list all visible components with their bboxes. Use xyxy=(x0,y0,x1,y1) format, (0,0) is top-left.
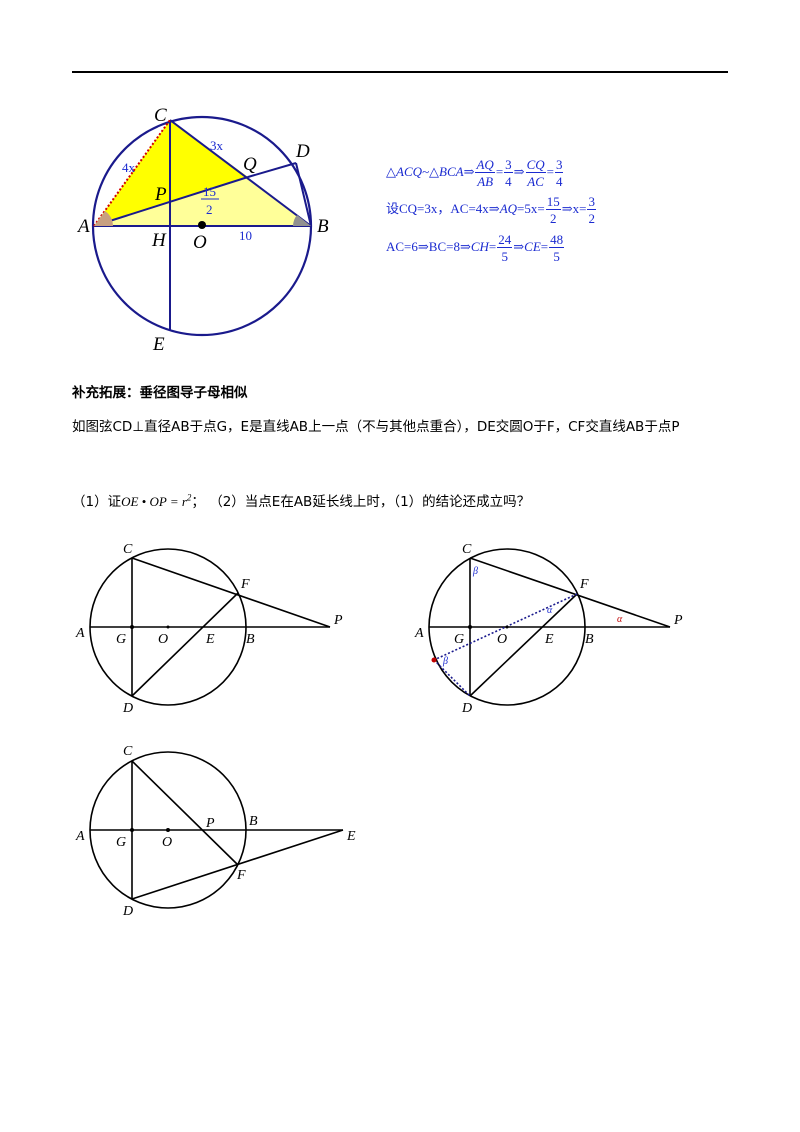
fig1-label-c: C xyxy=(123,542,133,557)
annot-4x: 4x xyxy=(122,160,136,175)
fig1-label-b: B xyxy=(246,632,255,647)
fig1-g-dot xyxy=(130,625,134,629)
annot-frac-num: 15 xyxy=(203,184,216,199)
label-h: H xyxy=(151,230,167,251)
fig2-alpha-blue: α xyxy=(547,605,553,616)
fig3-label-a: A xyxy=(75,829,85,844)
fig3-line-de xyxy=(131,829,344,900)
fig2-label-e: E xyxy=(544,632,554,647)
fig2-beta-bottom: β xyxy=(442,656,448,667)
fig2-label-c: C xyxy=(462,542,472,557)
annot-3x: 3x xyxy=(210,138,224,153)
fig3-label-g: G xyxy=(116,835,126,850)
label-a: A xyxy=(76,216,90,237)
fig1-label-g: G xyxy=(116,632,126,647)
fig1-label-a: A xyxy=(75,626,85,641)
angle-a-mark xyxy=(94,211,113,226)
annot-frac-den: 2 xyxy=(206,202,213,217)
question-formula: OE • OP = r xyxy=(121,494,187,509)
diagram-1: C D Q P A B H O E 3x 4x 15 2 10 xyxy=(76,105,329,355)
fig2-label-f: F xyxy=(579,577,589,592)
fig1-label-e: E xyxy=(205,632,215,647)
segment-ac-dashed xyxy=(93,119,171,227)
section-paragraph: 如图弦CD⊥直径AB于点G，E是直线AB上一点（不与其他点重合），DE交圆O于F… xyxy=(72,419,680,435)
fig2-label-g: G xyxy=(454,632,464,647)
segment-db xyxy=(295,162,312,227)
fig3-label-e: E xyxy=(346,829,356,844)
fig1-line-cp xyxy=(131,557,331,628)
fig3-label-b: B xyxy=(249,814,258,829)
fig1-label-o: O xyxy=(158,632,168,647)
fig3-g-dot xyxy=(130,828,134,832)
fig1-label-p: P xyxy=(333,613,343,628)
fig2-dotted-xd xyxy=(433,659,471,697)
fig1-label-f: F xyxy=(240,577,250,592)
fig2-line-cp xyxy=(469,557,671,628)
fig2-beta-top: β xyxy=(472,566,478,577)
fig2-g-dot xyxy=(468,625,472,629)
fig1-label-d: D xyxy=(122,701,133,716)
segment-qd xyxy=(247,162,297,178)
label-d: D xyxy=(295,141,310,162)
angle-b-mark xyxy=(293,215,311,226)
fig2-label-a: A xyxy=(414,626,424,641)
label-c: C xyxy=(154,105,167,126)
fig2-label-o: O xyxy=(497,632,507,647)
fig2-label-p: P xyxy=(673,613,683,628)
fig3-label-f: F xyxy=(236,868,246,883)
fig3-label-o: O xyxy=(162,835,172,850)
question-line: （1）证OE • OP = r2； （2）当点E在AB延长线上时，（1）的结论还… xyxy=(72,492,531,511)
fig3-label-c: C xyxy=(123,744,133,759)
fig3-line-cf xyxy=(131,760,239,866)
fig1-o-dot xyxy=(166,625,170,629)
fig2-alpha-red: α xyxy=(617,614,623,625)
annot-10: 10 xyxy=(239,228,252,243)
fig3-label-p: P xyxy=(205,816,215,831)
section-heading: 补充拓展：垂径图导子母相似 xyxy=(72,385,248,401)
fig2-label-b: B xyxy=(585,632,594,647)
fig2-label-d: D xyxy=(461,701,472,716)
segment-cb xyxy=(169,119,312,227)
fig1-line-df xyxy=(131,592,239,697)
label-e: E xyxy=(152,334,165,355)
fig2-o-dot xyxy=(505,625,509,629)
fig2-x-dot xyxy=(431,657,437,663)
label-b: B xyxy=(317,216,329,237)
fig3-label-d: D xyxy=(122,904,133,919)
label-o: O xyxy=(193,232,207,253)
fig3-o-dot xyxy=(166,828,170,832)
header-rule xyxy=(72,71,728,73)
label-q: Q xyxy=(243,154,257,175)
label-p: P xyxy=(154,184,167,205)
center-o-dot xyxy=(198,221,206,229)
segment-aq xyxy=(93,176,249,227)
fig2-line-df xyxy=(469,593,578,697)
eq1-text: △ACQ~△BCA⇒ xyxy=(386,163,475,179)
